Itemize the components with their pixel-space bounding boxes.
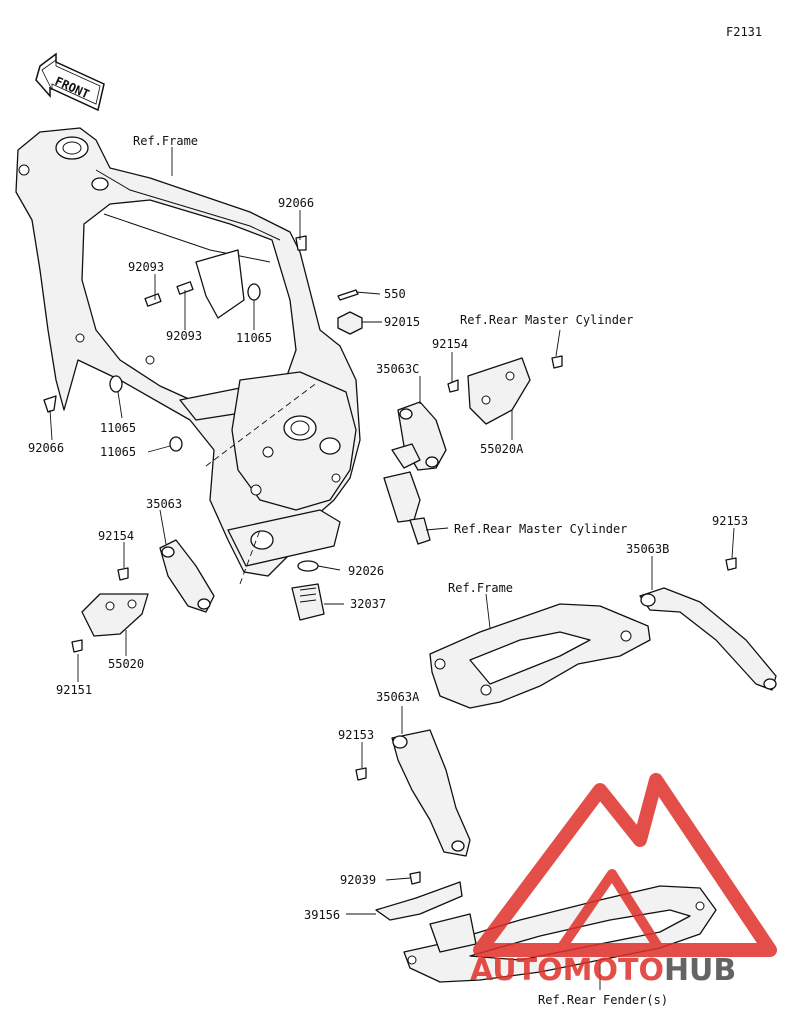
- bolt-92153-right: [725, 557, 737, 571]
- master-cylinder: [383, 471, 431, 545]
- label-35063B: 35063B: [626, 542, 669, 556]
- grommet-11065-a: [247, 283, 261, 301]
- bolt-92151: [71, 639, 83, 653]
- label-92154-left: 92154: [98, 529, 134, 543]
- label-11065-c: 11065: [100, 445, 136, 459]
- label-ref-rear-master-top: Ref.Rear Master Cylinder: [460, 313, 633, 327]
- bolt-92154-right: [447, 379, 459, 393]
- label-92093-b: 92093: [166, 329, 202, 343]
- leader-lines: [49, 147, 735, 990]
- label-ref-frame-top: Ref.Frame: [133, 134, 198, 148]
- rear-subframe: [429, 603, 651, 709]
- label-ref-frame-mid: Ref.Frame: [448, 581, 513, 595]
- part-labels: Ref.Frame 92066 92093 92093 11065 11065 …: [28, 134, 748, 1007]
- label-92093-a: 92093: [128, 260, 164, 274]
- label-55020A: 55020A: [480, 442, 524, 456]
- label-92026: 92026: [348, 564, 384, 578]
- clip-92039: [409, 871, 421, 885]
- label-39156: 39156: [304, 908, 340, 922]
- label-11065-b: 11065: [100, 421, 136, 435]
- label-35063A: 35063A: [376, 690, 420, 704]
- label-550: 550: [384, 287, 406, 301]
- guard-39156: [375, 881, 463, 921]
- watermark-logo: AUTOMOTOHUB: [470, 773, 777, 988]
- label-11065-a: 11065: [236, 331, 272, 345]
- label-92154-right: 92154: [432, 337, 468, 351]
- svg-text:AUTOMOTOHUB: AUTOMOTOHUB: [470, 953, 736, 988]
- washer-92026: [297, 560, 319, 572]
- label-92066-top: 92066: [278, 196, 314, 210]
- heel-guard-55020A: [467, 357, 531, 425]
- bracket-32037: [291, 583, 325, 621]
- label-92153-left: 92153: [338, 728, 374, 742]
- bracket-35063C: [391, 401, 447, 471]
- bolt-92154-left: [117, 567, 129, 581]
- heel-guard-55020: [81, 593, 149, 637]
- front-arrow-icon: FRONT: [35, 52, 105, 112]
- label-92039: 92039: [340, 873, 376, 887]
- pin-550: [337, 289, 359, 301]
- label-ref-rear-fender: Ref.Rear Fender(s): [538, 993, 668, 1007]
- watermark-text-hub: HUB: [664, 953, 736, 988]
- nut-92015: [337, 311, 363, 335]
- watermark-text-auto: AUTO: [470, 953, 563, 988]
- bracket-35063: [159, 539, 215, 613]
- bolt-92153-left: [355, 767, 367, 781]
- main-frame: [15, 127, 361, 585]
- label-35063: 35063: [146, 497, 182, 511]
- bracket-35063B: [639, 587, 777, 691]
- label-92153-right: 92153: [712, 514, 748, 528]
- label-92015: 92015: [384, 315, 420, 329]
- label-32037: 32037: [350, 597, 386, 611]
- label-55020: 55020: [108, 657, 144, 671]
- bolt-right-top: [551, 355, 563, 369]
- label-35063C: 35063C: [376, 362, 419, 376]
- watermark-text-moto: MOTO: [563, 953, 664, 988]
- grommet-11065-c: [169, 436, 183, 452]
- figure-code: F2131: [726, 25, 762, 39]
- bracket-35063A: [391, 729, 471, 857]
- label-92151: 92151: [56, 683, 92, 697]
- label-ref-rear-master-mid: Ref.Rear Master Cylinder: [454, 522, 627, 536]
- grommet-11065-b: [109, 375, 123, 393]
- label-92066-left: 92066: [28, 441, 64, 455]
